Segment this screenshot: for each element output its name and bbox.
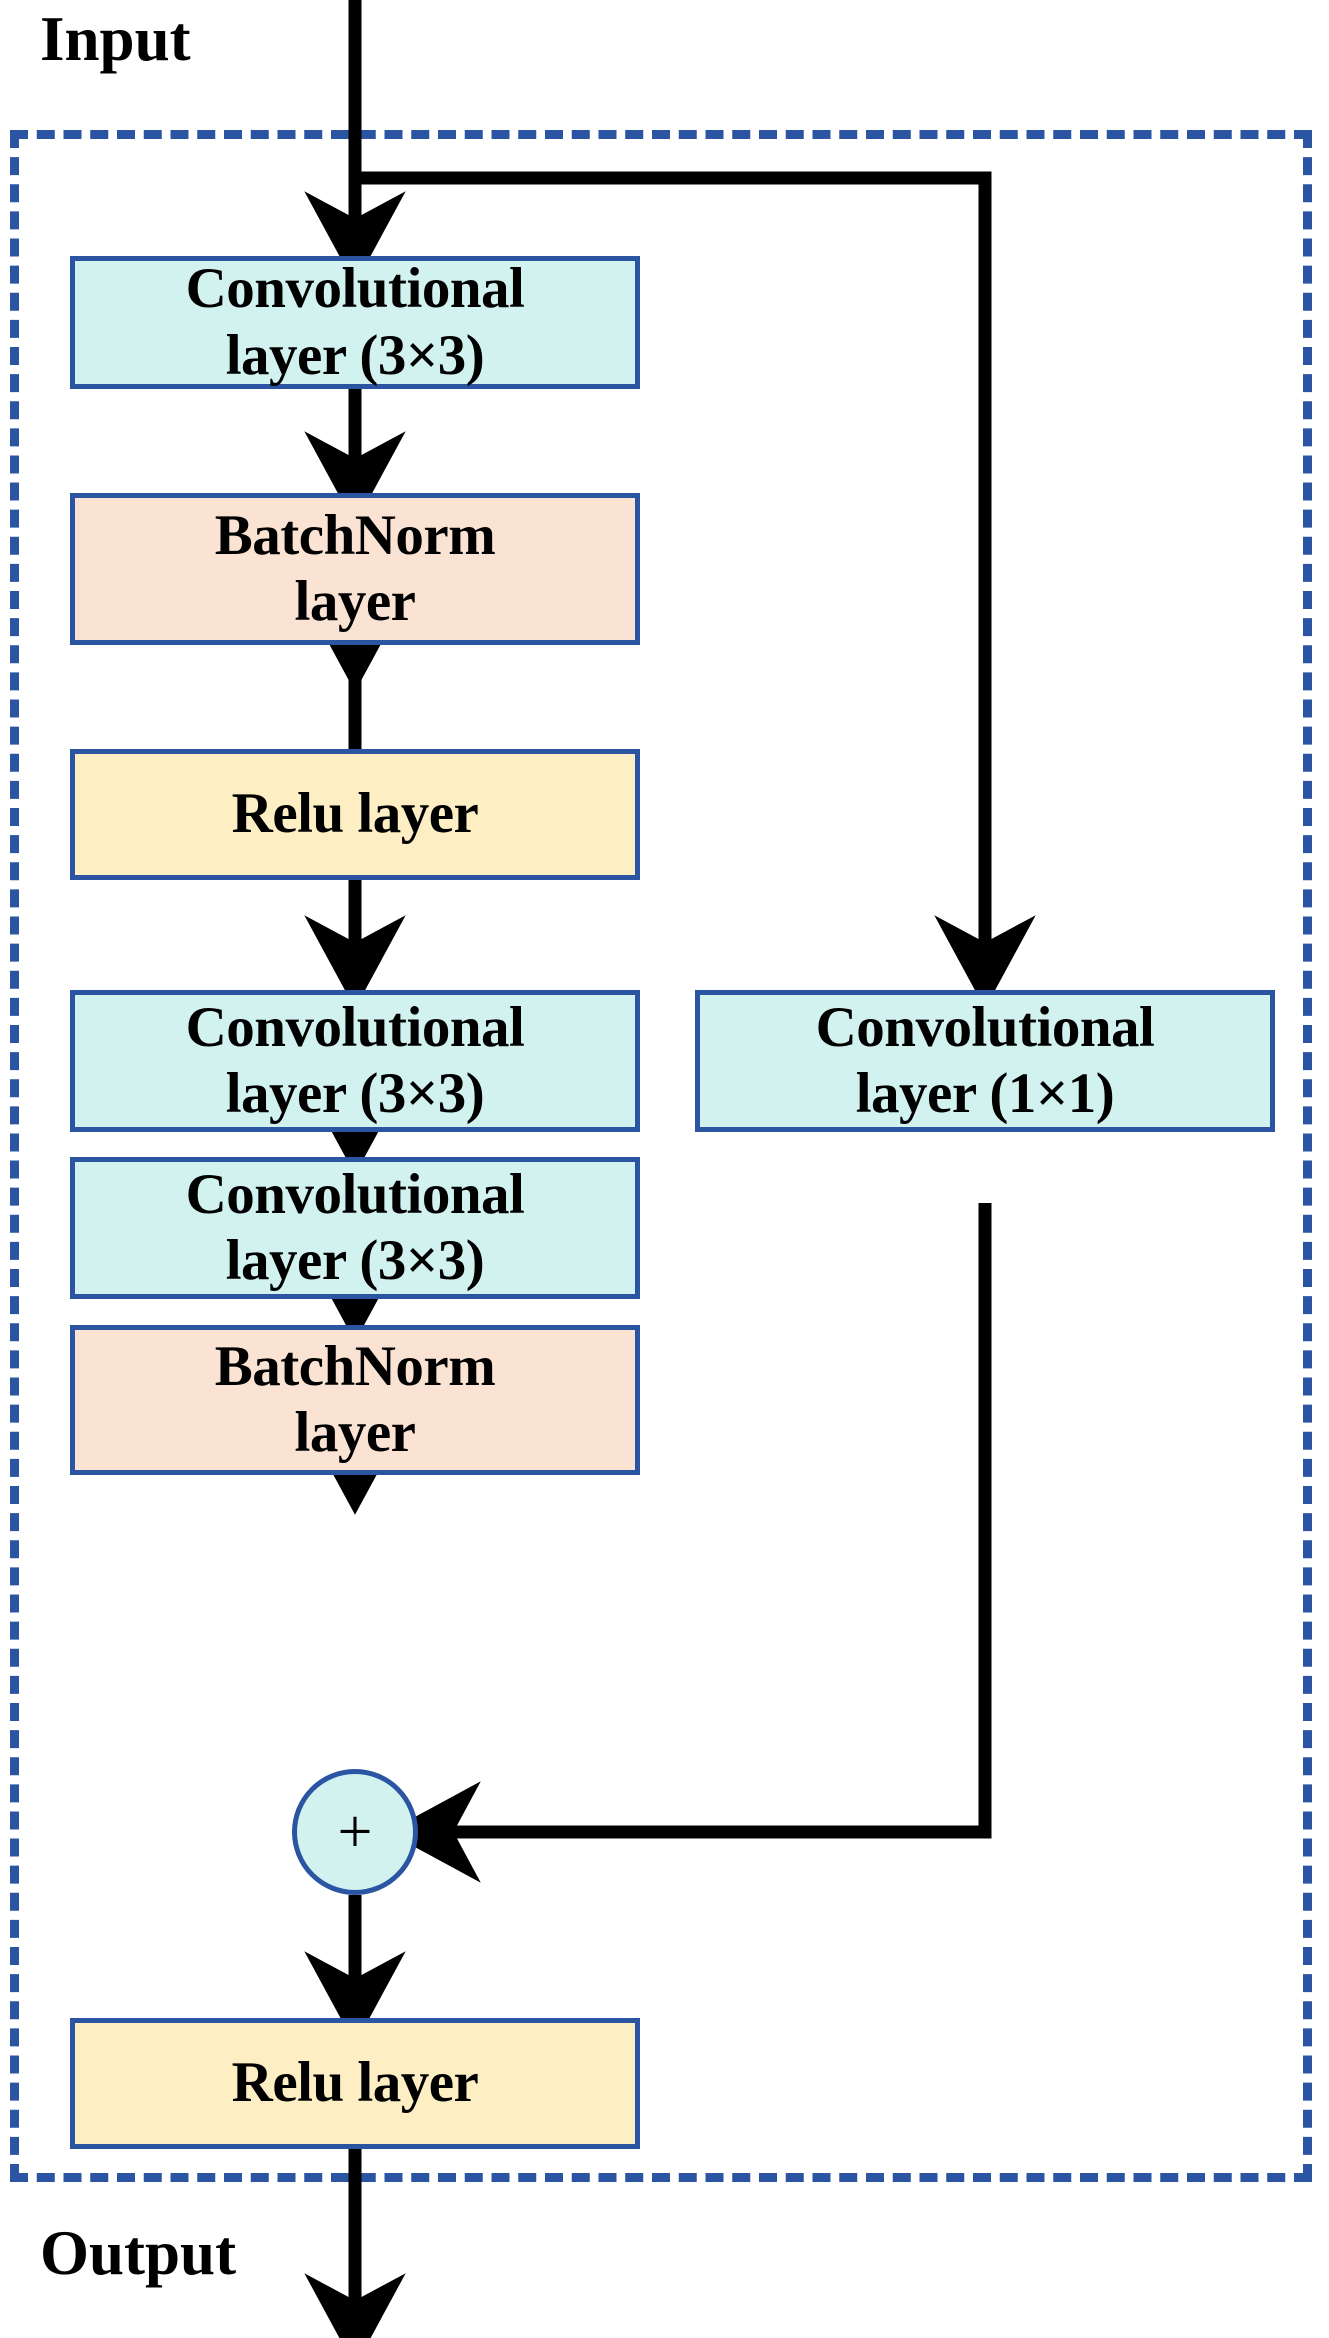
layer-label: Relu layer: [231, 2051, 479, 2115]
layer-box-conv3[interactable]: Convolutional layer (3×3): [70, 1157, 640, 1299]
layer-box-conv1[interactable]: Convolutional layer (3×3): [70, 256, 640, 389]
residual-block-boundary: [10, 130, 1312, 2182]
layer-box-relu1[interactable]: Relu layer: [70, 749, 640, 880]
layer-box-conv-shortcut[interactable]: Convolutional layer (1×1): [695, 990, 1275, 1132]
layer-label: BatchNorm layer: [214, 1334, 496, 1464]
output-label: Output: [40, 2218, 237, 2288]
plus-icon: +: [337, 1798, 373, 1866]
layer-label: Convolutional layer (1×1): [815, 995, 1155, 1125]
layer-label: Convolutional layer (3×3): [185, 257, 525, 387]
layer-label: Convolutional layer (3×3): [185, 995, 525, 1125]
layer-box-relu2[interactable]: Relu layer: [70, 2018, 640, 2149]
sum-node[interactable]: +: [292, 1769, 418, 1895]
layer-label: Convolutional layer (3×3): [185, 1162, 525, 1292]
layer-box-batchnorm1[interactable]: BatchNorm layer: [70, 493, 640, 645]
input-label: Input: [40, 4, 191, 74]
layer-label: Relu layer: [231, 782, 479, 846]
layer-box-batchnorm2[interactable]: BatchNorm layer: [70, 1325, 640, 1475]
layer-label: BatchNorm layer: [214, 503, 496, 633]
layer-box-conv2[interactable]: Convolutional layer (3×3): [70, 990, 640, 1132]
